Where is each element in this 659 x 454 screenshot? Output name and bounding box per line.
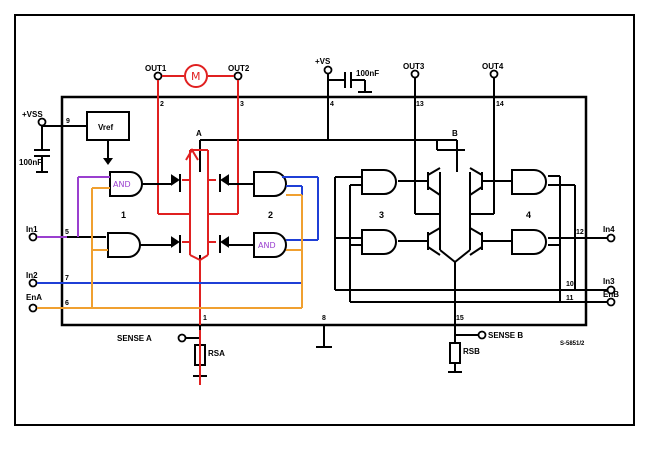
pin-13: 13 (416, 101, 424, 108)
label-vref: Vref (98, 123, 113, 132)
label-out2: OUT2 (228, 64, 250, 73)
gate-4-lower (511, 229, 547, 255)
label-out4: OUT4 (482, 62, 504, 71)
red-motor-wiring (157, 75, 239, 385)
terminal-out1 (153, 71, 163, 81)
motor-symbol (184, 64, 208, 88)
pin-7: 7 (65, 275, 69, 282)
label-node-b: B (452, 129, 458, 138)
channel-3: 3 (379, 210, 384, 220)
purple-in1-wiring (37, 176, 110, 238)
label-rsa: RSA (208, 349, 225, 358)
label-enb: EnB (603, 290, 619, 299)
pin-2: 2 (160, 101, 164, 108)
label-cap-vs: 100nF (356, 69, 379, 78)
outer-frame (14, 14, 635, 426)
gate-3-lower (361, 229, 397, 255)
pin-5: 5 (65, 229, 69, 236)
vref-block (86, 111, 130, 141)
terminal-out3 (410, 69, 420, 79)
terminal-sense-a (177, 333, 187, 343)
label-ena: EnA (26, 293, 42, 302)
label-out3: OUT3 (403, 62, 425, 71)
label-vss: +VSS (22, 110, 43, 119)
motor-label: M (191, 70, 201, 83)
label-sense-a: SENSE A (117, 334, 152, 343)
terminal-in2 (28, 278, 38, 288)
pin-8: 8 (322, 315, 326, 322)
label-rsb: RSB (463, 347, 480, 356)
and-label-1: AND (113, 180, 131, 189)
terminal-in1 (28, 232, 38, 242)
terminal-vs (323, 65, 333, 75)
label-code: S-5851/2 (560, 341, 585, 347)
label-in4: In4 (603, 225, 615, 234)
terminal-out4 (489, 69, 499, 79)
gate-3-upper (361, 169, 397, 195)
channel-4: 4 (526, 210, 531, 220)
terminals (28, 65, 616, 343)
channel-2: 2 (268, 210, 273, 220)
gate-2-lower (253, 232, 287, 258)
pin-14: 14 (496, 101, 504, 108)
transistors (171, 167, 483, 256)
pin-9: 9 (66, 118, 70, 125)
gate-1-lower (107, 232, 141, 258)
pin-1: 1 (203, 315, 207, 322)
gate-1-upper (109, 171, 143, 197)
circuit-wiring (34, 72, 608, 377)
gate-2-upper (253, 171, 287, 197)
terminal-ena (28, 303, 38, 313)
terminal-in4 (606, 233, 616, 243)
terminal-vss (37, 117, 47, 127)
pin-4: 4 (330, 101, 334, 108)
gate-4-upper (511, 169, 547, 195)
logic-gates (107, 169, 547, 258)
pin-11: 11 (566, 295, 574, 302)
label-out1: OUT1 (145, 64, 167, 73)
label-vs: +VS (315, 57, 331, 66)
terminal-in3 (606, 285, 616, 295)
label-sense-b: SENSE B (488, 331, 523, 340)
label-node-a: A (196, 129, 202, 138)
terminal-enb (606, 297, 616, 307)
orange-ena-wiring (37, 187, 303, 309)
pin-15: 15 (456, 315, 464, 322)
pin-12: 12 (576, 229, 584, 236)
pin-6: 6 (65, 300, 69, 307)
terminal-out2 (233, 71, 243, 81)
pin-10: 10 (566, 281, 574, 288)
terminal-sense-b (477, 330, 487, 340)
label-in2: In2 (26, 271, 38, 280)
label-in3: In3 (603, 277, 615, 286)
and-label-2: AND (258, 241, 276, 250)
label-in1: In1 (26, 225, 38, 234)
pin-3: 3 (240, 101, 244, 108)
channel-1: 1 (121, 210, 126, 220)
label-cap-vss: 100nF (19, 158, 42, 167)
